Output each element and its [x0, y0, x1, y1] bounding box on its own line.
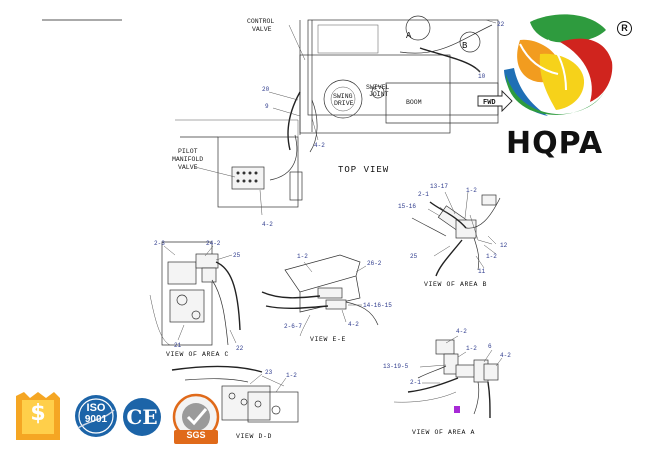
- label-pilot-manifold-3: VALVE: [178, 164, 198, 171]
- num-b-2: 2-1: [418, 191, 429, 198]
- top-view-drawing: [175, 15, 513, 216]
- registered-mark: R: [617, 21, 632, 36]
- label-port-b: B: [462, 41, 468, 51]
- num-a-2: 1-2: [466, 345, 477, 352]
- num-c-2: 24-2: [206, 240, 221, 247]
- ce-mark: CE: [123, 398, 161, 436]
- area-a-drawing: [393, 335, 503, 419]
- num-b-4: 15-16: [398, 203, 416, 210]
- money-symbol: $: [30, 401, 46, 426]
- sgs-badge: [172, 393, 220, 444]
- num-10: 10: [478, 73, 486, 80]
- label-port-a: A: [406, 31, 412, 41]
- num-c-1: 2-3: [154, 240, 165, 247]
- iso-9001-badge: [75, 395, 117, 437]
- num-dd-2: 1-2: [286, 372, 297, 379]
- label-swing-drive-2: DRIVE: [334, 100, 354, 107]
- num-c-3: 25: [233, 252, 241, 259]
- num-b-6: 1-2: [486, 253, 497, 260]
- num-ee-4: 4-2: [348, 321, 359, 328]
- label-swing-drive-1: SWING: [333, 93, 353, 100]
- num-a-6: 2-1: [410, 379, 421, 386]
- num-b-8: 11: [478, 268, 486, 275]
- hqpa-globe-logo: [504, 14, 613, 116]
- area-b-drawing: [411, 191, 501, 277]
- num-a-3: 6: [488, 343, 492, 350]
- title-area-c: VIEW OF AREA C: [166, 351, 229, 358]
- title-area-b: VIEW OF AREA B: [424, 281, 487, 288]
- num-a-4: 4-2: [500, 352, 511, 359]
- num-22-top: 22: [497, 21, 505, 28]
- brand-name: HQPA: [506, 126, 604, 161]
- num-dd-1: 23: [265, 369, 273, 376]
- iso-label: ISO: [86, 402, 106, 414]
- num-c-5: 22: [236, 345, 244, 352]
- area-c-drawing: [149, 241, 241, 346]
- num-ee-1: 1-2: [297, 253, 308, 260]
- diagram-labels: CONTROL VALVE SWIVEL JOINT SWING DRIVE B…: [154, 18, 511, 440]
- label-boom: BOOM: [406, 99, 422, 106]
- num-ee-2: 26-2: [367, 260, 382, 267]
- num-a-1: 4-2: [456, 328, 467, 335]
- view-ee-drawing: [261, 254, 379, 337]
- num-4-2-top-b: 4-2: [262, 221, 273, 228]
- num-9: 9: [265, 103, 269, 110]
- label-pilot-manifold-2: MANIFOLD: [172, 156, 203, 163]
- title-view-ee: VIEW E-E: [310, 336, 346, 343]
- label-pilot-manifold-1: PILOT: [178, 148, 198, 155]
- money-badge: [16, 392, 60, 440]
- num-4-2-top-a: 4-2: [314, 142, 325, 149]
- iso-number: 9001: [84, 414, 108, 425]
- num-a-5: 13-19-5: [383, 363, 409, 370]
- num-ee-3: 14-16-15: [363, 302, 392, 309]
- num-b-7: 25: [410, 253, 418, 260]
- title-area-a: VIEW OF AREA A: [412, 429, 475, 436]
- sgs-label: SGS: [186, 430, 206, 440]
- label-swivel-joint-1: SWIVEL: [366, 84, 390, 91]
- label-fwd: FWD: [483, 99, 496, 107]
- label-control-valve-1: CONTROL: [247, 18, 274, 25]
- num-b-1: 13-17: [430, 183, 448, 190]
- title-view-dd: VIEW D-D: [236, 433, 272, 440]
- num-b-3: 1-2: [466, 187, 477, 194]
- num-c-4: 21: [174, 342, 182, 349]
- label-swivel-joint-2: JOINT: [369, 91, 389, 98]
- label-control-valve-2: VALVE: [252, 26, 272, 33]
- num-b-5: 12: [500, 242, 508, 249]
- num-20: 20: [262, 86, 270, 93]
- num-ee-5: 2-6-7: [284, 323, 302, 330]
- label-top-view: TOP VIEW: [338, 165, 389, 175]
- view-dd-drawing: [171, 365, 299, 423]
